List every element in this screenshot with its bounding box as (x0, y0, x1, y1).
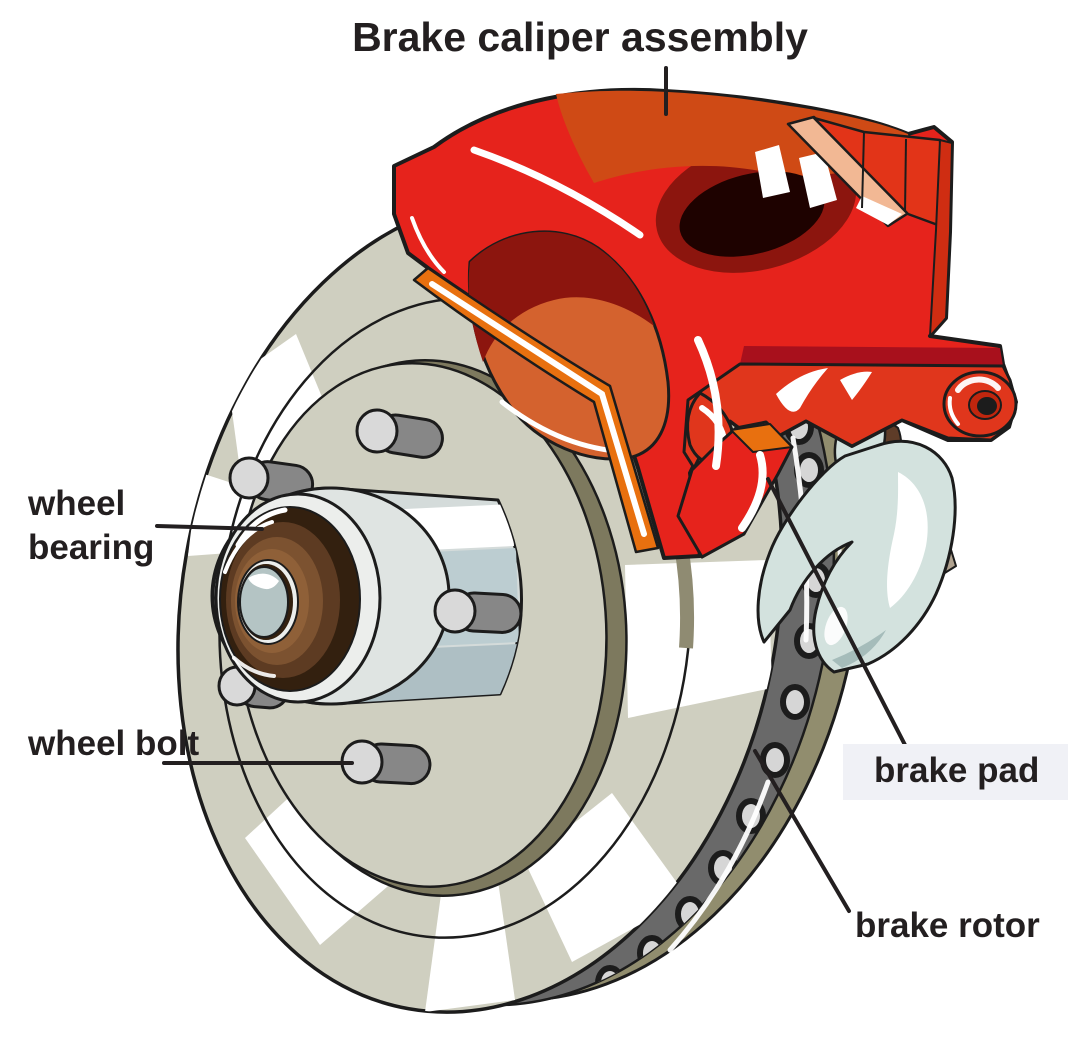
diagram-title: Brake caliper assembly (352, 14, 808, 60)
caliper-mounting-hole (679, 145, 837, 257)
brake-pad-label-background (843, 744, 1068, 800)
caliper-arch-window (467, 230, 671, 461)
label-wheel-bearing: wheel bearing (28, 482, 154, 570)
label-brake-pad: brake pad (874, 751, 1040, 790)
label-wheel-bearing-line2: bearing (28, 528, 155, 567)
leader-lines (155, 66, 923, 913)
leader-rotor-line (753, 749, 851, 913)
brake-caliper-illustration (392, 87, 1018, 560)
brake-pad-illustration (676, 420, 794, 559)
wheel-bolt-top (355, 408, 444, 459)
leader-bearing-line (155, 524, 264, 531)
label-wheel-bearing-line1: wheel (28, 484, 126, 523)
leader-pad-line (766, 477, 923, 778)
wheel-bolt-bottom (340, 739, 432, 786)
label-brake-rotor: brake rotor (855, 906, 1040, 945)
label-wheel-bolt: wheel bolt (28, 724, 200, 763)
caliper-guide-pin-boss (942, 370, 1018, 438)
wheel-bolt-right (433, 588, 523, 634)
wheel-bearing-illustration (214, 492, 382, 704)
caliper-underside-band (412, 266, 660, 554)
